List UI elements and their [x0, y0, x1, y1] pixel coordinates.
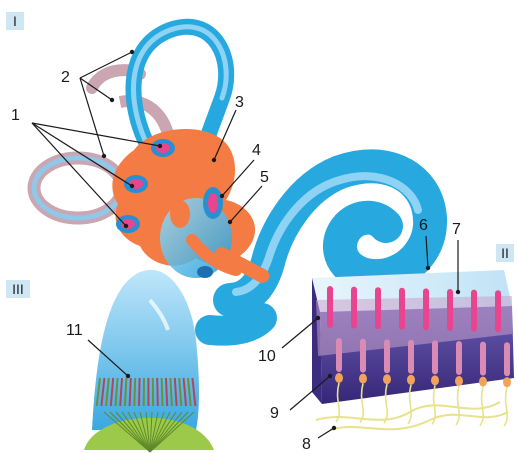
- supporting-cell: [360, 339, 366, 373]
- supporting-cell: [456, 341, 462, 375]
- cell-nucleus: [383, 374, 391, 384]
- hair-cell: [447, 289, 453, 331]
- cell-nucleus: [479, 377, 487, 387]
- cell-nucleus: [407, 375, 415, 385]
- label-1: 1: [11, 108, 20, 124]
- hair-cell: [327, 286, 333, 328]
- label-7: 7: [452, 222, 461, 238]
- hair-strand: [139, 378, 140, 406]
- label-6: 6: [419, 218, 428, 234]
- cell-nucleus: [359, 374, 367, 384]
- hair-strand: [162, 378, 163, 406]
- hair-cell: [351, 287, 357, 329]
- supporting-cell: [432, 340, 438, 374]
- cell-nucleus: [455, 376, 463, 386]
- supporting-cell: [384, 339, 390, 373]
- label-4: 4: [252, 143, 261, 159]
- hair-strand: [157, 378, 158, 406]
- label-8: 8: [302, 437, 311, 453]
- label-9: 9: [270, 406, 279, 422]
- supporting-cell: [504, 342, 510, 376]
- vestibule: [112, 129, 271, 285]
- cell-nucleus: [503, 377, 511, 387]
- label-2: 2: [61, 70, 70, 86]
- hair-strand: [166, 378, 167, 406]
- label-3: 3: [235, 95, 244, 111]
- nerve-fiber: [504, 387, 507, 426]
- hair-cell: [471, 290, 477, 332]
- hair-cell: [423, 288, 429, 330]
- corti-block-part-II: [312, 270, 514, 430]
- hair-cell: [495, 290, 501, 332]
- section-label-III: III: [6, 280, 30, 298]
- hair-cell: [375, 287, 381, 329]
- label-11: 11: [66, 323, 83, 339]
- supporting-cell: [480, 342, 486, 376]
- cell-nucleus: [335, 373, 343, 383]
- supporting-cell: [408, 340, 414, 374]
- cupula-part-III: [84, 270, 214, 452]
- label-5: 5: [260, 170, 269, 186]
- label-10: 10: [258, 349, 276, 365]
- cell-nucleus: [431, 375, 439, 385]
- supporting-cell: [336, 338, 342, 372]
- hair-cell: [399, 288, 405, 330]
- hair-strand: [134, 378, 135, 406]
- nerve-fiber: [480, 387, 483, 426]
- nerve-fiber: [456, 386, 459, 425]
- section-label-II: II: [496, 244, 514, 262]
- section-label-I: I: [6, 12, 24, 30]
- hair-strand: [130, 378, 131, 406]
